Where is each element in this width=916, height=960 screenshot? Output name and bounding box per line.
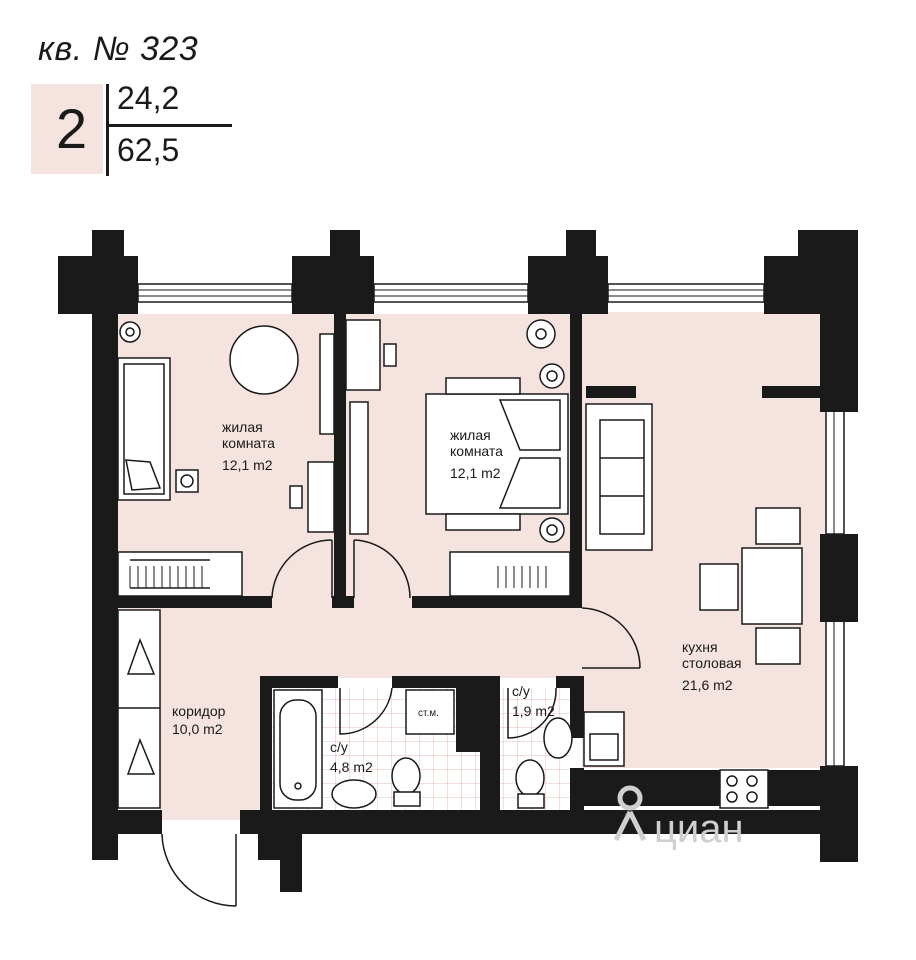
corridor-wardrobe — [117, 609, 161, 809]
stove — [719, 769, 769, 809]
doors — [161, 539, 641, 907]
desk-living-1 — [307, 461, 335, 533]
sideboard-living-1 — [319, 333, 335, 435]
round-table-living-1 — [229, 325, 299, 395]
furniture-kitchen — [583, 403, 803, 809]
apartment-title: кв. № 323 — [38, 30, 199, 68]
furniture-living-room-1 — [117, 321, 335, 597]
kitchen-name-line2: столовая — [682, 655, 742, 671]
dining-table — [741, 547, 803, 625]
fraction-divider-horizontal — [106, 124, 232, 127]
furniture-living-room-2 — [345, 319, 571, 597]
bathroom-fixtures — [273, 689, 573, 809]
living-room-1-name-line1: жилая — [222, 419, 263, 435]
bath-toilet — [391, 757, 421, 795]
bathroom-name: с/у — [330, 739, 348, 755]
bed-bench-living-1 — [117, 551, 243, 597]
walls — [58, 230, 858, 892]
wc-washbasin — [543, 717, 573, 759]
watermark-text: циан — [654, 807, 744, 851]
living-room-2-name-line1: жилая — [450, 427, 491, 443]
living-room-1-area: 12,1 m2 — [222, 457, 273, 473]
corridor-name: коридор — [172, 703, 226, 719]
bath-washbasin — [331, 779, 377, 809]
desk-living-2 — [345, 319, 381, 391]
bathroom-area: 4,8 m2 — [330, 759, 373, 775]
corridor-area: 10,0 m2 — [172, 721, 223, 737]
shaft-label: ст.м. — [418, 708, 439, 719]
shaft-box — [405, 689, 455, 735]
right-windows — [825, 409, 845, 767]
corridor-floor-left — [160, 608, 260, 820]
kitchen-area: 21,6 m2 — [682, 677, 733, 693]
rooms-count: 2 — [56, 97, 88, 160]
living-room-1-name-line2: комната — [222, 435, 275, 451]
sideboard-living-2 — [349, 401, 369, 535]
furniture-corridor — [117, 609, 161, 809]
watermark-logo — [613, 785, 647, 842]
rooms-count-background — [31, 84, 103, 174]
total-area-value: 62,5 — [117, 132, 180, 168]
kitchen-name-line1: кухня — [682, 639, 718, 655]
living-room-2-area: 12,1 m2 — [450, 465, 501, 481]
wc-toilet — [515, 759, 545, 797]
living-room-2-name-line2: комната — [450, 443, 503, 459]
fraction-divider-vertical — [106, 84, 109, 176]
wc-area: 1,9 m2 — [512, 703, 555, 719]
top-windows — [137, 283, 765, 303]
wc-name: с/у — [512, 683, 530, 699]
bed-bench-living-2 — [449, 551, 571, 597]
living-area-value: 24,2 — [117, 80, 180, 116]
